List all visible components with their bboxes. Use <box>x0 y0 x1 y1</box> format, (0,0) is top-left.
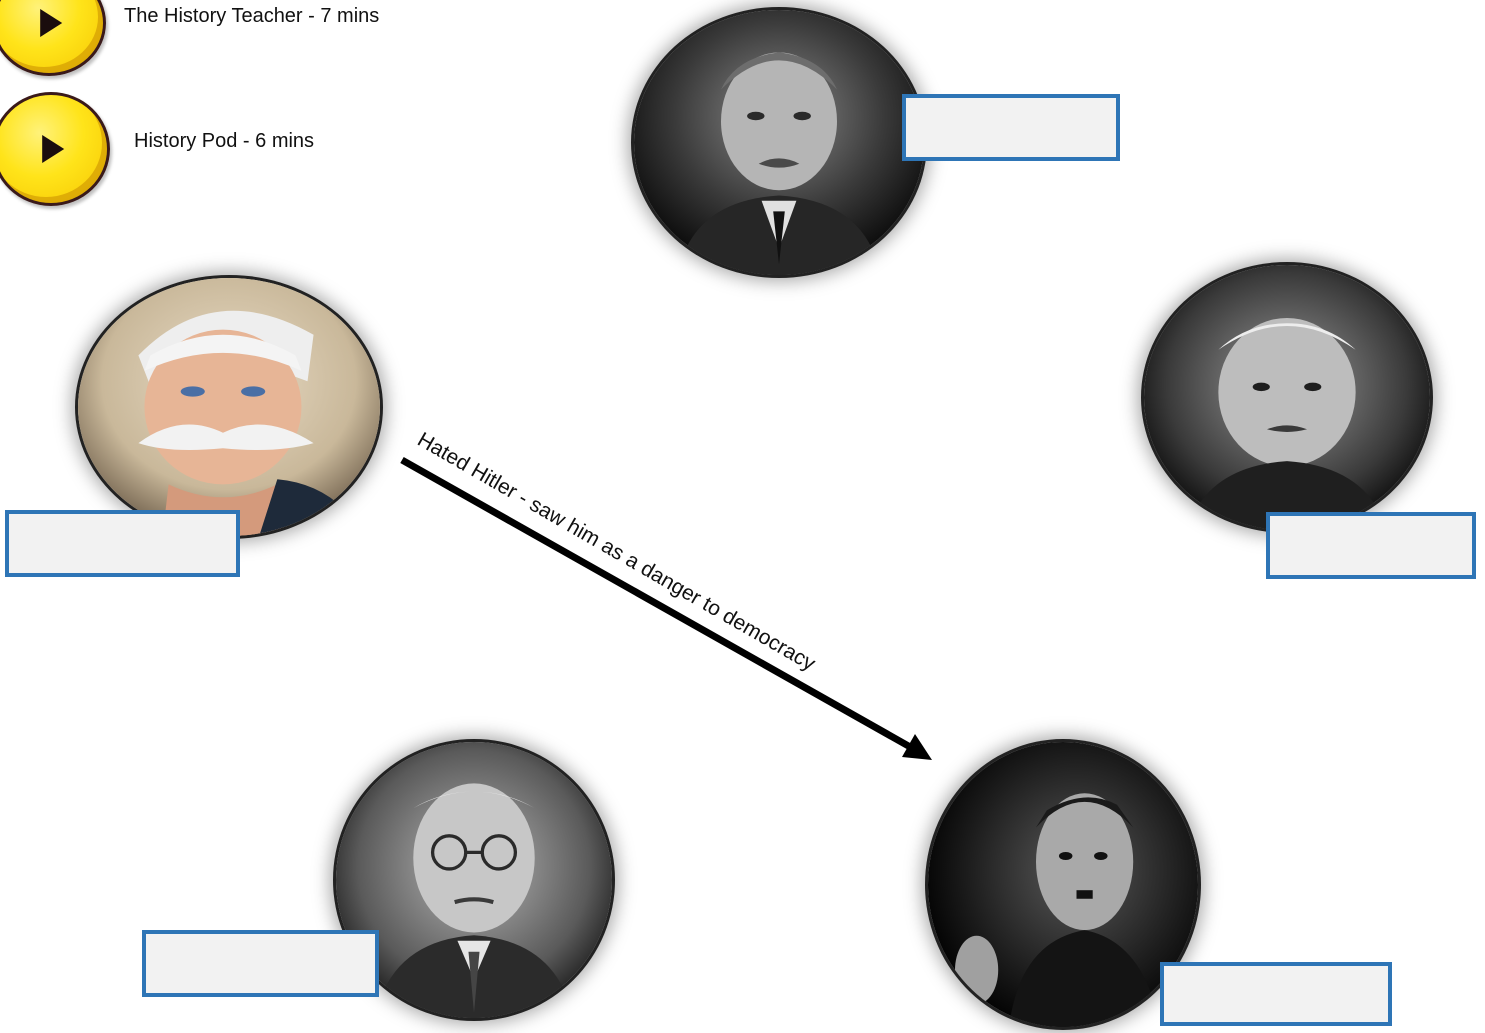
label-box-schleicher[interactable] <box>1266 512 1476 579</box>
portrait-papen <box>634 10 924 275</box>
label-box-hindenburg[interactable] <box>5 510 240 577</box>
arrow-head <box>902 734 932 760</box>
portrait-bruning <box>336 742 612 1018</box>
video-link-history-pod[interactable]: History Pod - 6 mins <box>134 130 315 152</box>
label-box-hitler[interactable] <box>1160 962 1392 1026</box>
portrait-bruning-image <box>336 742 612 1018</box>
portrait-schleicher-image <box>1144 265 1430 530</box>
label-box-bruning[interactable] <box>142 930 379 997</box>
play-icon <box>42 135 65 163</box>
play-button-history-teacher[interactable] <box>0 0 106 76</box>
portrait-hindenburg <box>78 278 380 536</box>
portrait-papen-image <box>634 10 924 275</box>
portrait-schleicher <box>1144 265 1430 530</box>
video-link-history-teacher[interactable]: The History Teacher - 7 mins <box>124 5 380 27</box>
play-button-history-pod[interactable] <box>0 92 110 206</box>
play-icon <box>40 9 63 37</box>
portrait-hitler <box>928 742 1198 1027</box>
portrait-hindenburg-image <box>78 278 380 536</box>
label-box-papen[interactable] <box>902 94 1120 161</box>
arrow-line <box>400 456 914 752</box>
relationship-label: Hated Hitler - saw him as a danger to de… <box>413 428 820 676</box>
portrait-hitler-image <box>928 742 1198 1027</box>
